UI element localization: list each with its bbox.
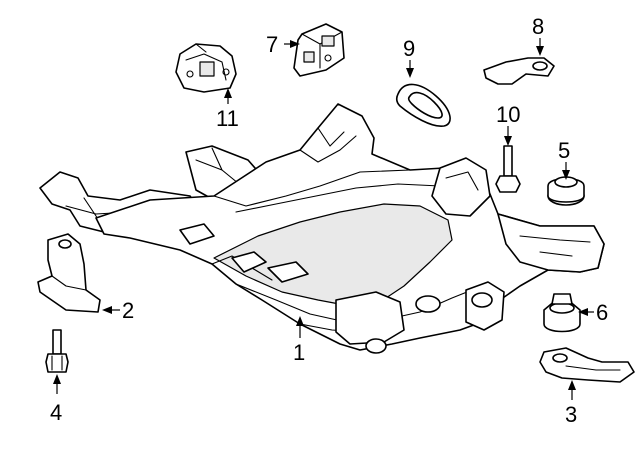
callout-3-label: 3 xyxy=(565,402,577,427)
long-bolt xyxy=(495,145,521,193)
callout-2: 2 xyxy=(102,298,134,323)
callout-3: 3 xyxy=(565,380,577,427)
front-crossmember xyxy=(39,103,605,354)
callout-4-label: 4 xyxy=(50,400,62,425)
callout-11: 11 xyxy=(216,88,239,131)
callout-11-label: 11 xyxy=(216,106,239,131)
bushing-upper xyxy=(547,176,585,206)
callout-10-label: 10 xyxy=(496,102,520,127)
strap-bracket xyxy=(483,57,555,85)
right-bracket xyxy=(539,347,635,383)
callout-8: 8 xyxy=(532,14,544,56)
bolt xyxy=(45,329,69,373)
callout-7: 7 xyxy=(266,32,300,57)
left-bracket xyxy=(37,233,101,313)
callout-8-label: 8 xyxy=(532,14,544,39)
callout-7-label: 7 xyxy=(266,32,278,57)
callout-10: 10 xyxy=(496,102,520,146)
callout-9-label: 9 xyxy=(403,36,415,61)
bushing-lower xyxy=(543,293,581,333)
callout-1-label: 1 xyxy=(293,340,305,365)
callout-6: 6 xyxy=(578,300,608,325)
callout-9: 9 xyxy=(403,36,415,78)
callout-6-label: 6 xyxy=(596,300,608,325)
seal-ring xyxy=(395,83,451,127)
mount xyxy=(293,23,345,77)
callout-4: 4 xyxy=(50,374,62,425)
callout-5: 5 xyxy=(558,138,570,180)
engine-mount xyxy=(175,43,237,93)
callout-1: 1 xyxy=(293,316,305,365)
callout-5-label: 5 xyxy=(558,138,570,163)
callout-2-label: 2 xyxy=(122,298,134,323)
